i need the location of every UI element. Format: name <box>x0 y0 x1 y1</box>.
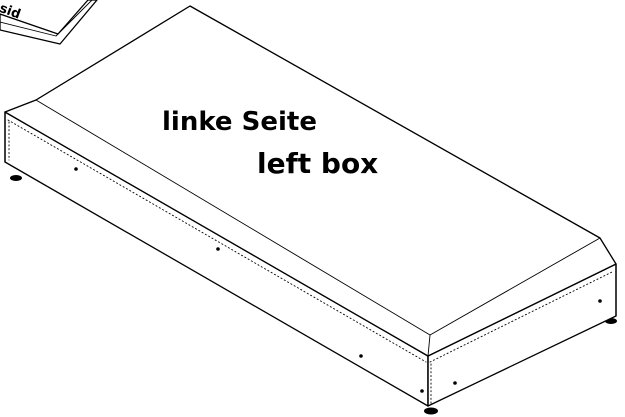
screw-dot <box>74 167 78 171</box>
screw-dot <box>420 389 424 393</box>
screw-dot <box>359 354 363 358</box>
screw-dot <box>453 381 457 385</box>
label-german: linke Seite <box>162 107 317 137</box>
foot-front-right <box>424 407 438 415</box>
foot-front-left <box>10 175 22 181</box>
screw-dots <box>74 167 602 393</box>
corner-sheet <box>0 0 98 45</box>
screw-dot <box>216 247 220 251</box>
label-english: left box <box>257 147 379 180</box>
dotted-seams <box>7 119 613 405</box>
screw-dot <box>598 299 602 303</box>
